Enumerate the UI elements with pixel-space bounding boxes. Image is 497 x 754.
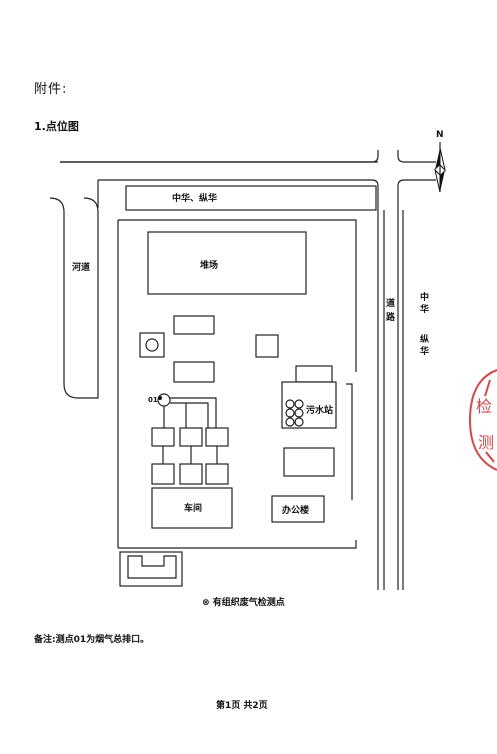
unit-3a xyxy=(205,427,229,447)
emission-point-icon xyxy=(157,393,171,407)
facility-inner-right xyxy=(346,383,353,500)
tank-circle-icon xyxy=(145,338,159,352)
unit-3b xyxy=(205,463,229,485)
small-building-1 xyxy=(173,315,215,335)
small-building-3 xyxy=(173,361,215,383)
emission-point-marker-icon xyxy=(158,396,162,400)
road-line-top-4 xyxy=(397,179,436,590)
gate-inner xyxy=(127,555,177,579)
road-right-label-2a: 纵 xyxy=(420,333,429,345)
page-footer: 第1页 共2页 xyxy=(216,701,268,711)
road-top-label: 中华、纵华 xyxy=(172,192,217,204)
road-line-top-2 xyxy=(98,179,379,590)
sewage-tanks-icon xyxy=(285,399,304,427)
unit-1b xyxy=(151,463,175,485)
section-title: 1.点位图 xyxy=(34,120,79,133)
sewage-station-box xyxy=(281,381,337,429)
workshop-label: 车间 xyxy=(184,502,202,514)
red-stamp: 检 测 xyxy=(468,369,497,471)
note: 备注:测点01为烟气总排口。 xyxy=(34,635,150,645)
small-building-4 xyxy=(283,447,335,477)
river-channel xyxy=(49,197,99,399)
svg-text:检: 检 xyxy=(476,397,492,416)
office-label: 办公楼 xyxy=(282,504,309,516)
road-strip-top xyxy=(125,185,377,211)
yard-box xyxy=(147,231,307,295)
road-right-label-2b: 华 xyxy=(420,345,429,357)
compass-north-label: N xyxy=(436,130,444,140)
river-label: 河道 xyxy=(72,261,90,273)
legend-symbol-icon: ⊗ xyxy=(202,598,210,608)
point-01-label: 01 xyxy=(148,396,158,404)
compass-icon xyxy=(434,142,446,193)
road-right-label-1b: 华 xyxy=(420,303,429,315)
attachment-label: 附件: xyxy=(34,82,68,97)
facility-boundary-top xyxy=(118,219,357,372)
road-right-label-1a: 中 xyxy=(420,291,429,303)
office-box xyxy=(271,495,325,523)
workshop-box xyxy=(151,487,233,529)
gate-outer xyxy=(119,551,183,587)
unit-2b xyxy=(179,463,203,485)
sewage-station-label: 污水站 xyxy=(306,404,333,416)
duct-2 xyxy=(170,402,209,428)
legend-text: 有组织废气检测点 xyxy=(212,598,285,608)
facility-boundary-bottom xyxy=(118,540,357,549)
sewage-tank-top xyxy=(295,365,333,383)
svg-text:测: 测 xyxy=(478,433,494,452)
legend: ⊗ 有组织废气检测点 xyxy=(202,595,285,608)
road-vertical-label-1: 道 xyxy=(386,297,395,309)
road-line-top-3 xyxy=(397,150,436,163)
small-building-2 xyxy=(255,334,279,358)
road-vertical-label-2: 路 xyxy=(386,311,396,323)
unit-1a xyxy=(151,427,175,447)
tank-box xyxy=(139,332,165,358)
yard-label: 堆场 xyxy=(200,259,218,271)
road-line-top-1b xyxy=(60,150,379,163)
unit-2a xyxy=(179,427,203,447)
duct-1 xyxy=(170,397,217,428)
